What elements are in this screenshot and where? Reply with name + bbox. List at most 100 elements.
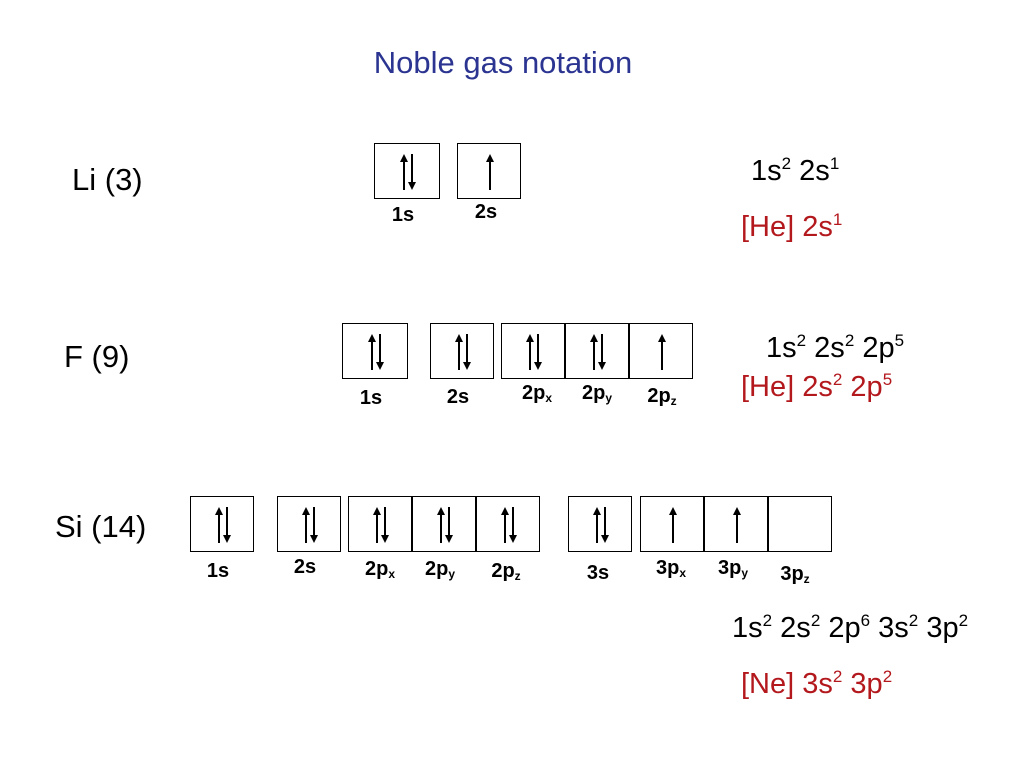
orbital-name: 2s	[446, 386, 470, 408]
electron-count: 1	[832, 210, 843, 229]
electron-count: 2	[958, 611, 969, 630]
electron-count: 6	[860, 611, 871, 630]
noble-config-f: [He] 2s2 2p5	[741, 370, 892, 404]
subshell: 2s	[780, 612, 811, 644]
orbital-label-2s: 2s	[273, 556, 337, 579]
orbital-name: 2p	[521, 382, 546, 404]
orbital-box-3s	[568, 496, 632, 552]
electron-arrows	[669, 507, 677, 543]
electron-arrows	[486, 154, 494, 190]
orbital-subscript: y	[448, 567, 456, 581]
orbital-box-2pz	[476, 496, 540, 552]
element-label-li: Li (3)	[72, 162, 143, 197]
orbital-label-3s: 3s	[566, 562, 630, 585]
orbital-name: 3p	[780, 563, 804, 585]
electron-arrows	[769, 497, 833, 553]
orbital-label-2py: 2py	[408, 558, 472, 581]
electron-arrows	[590, 334, 606, 370]
electron-arrows	[455, 334, 471, 370]
orbital-name: 3s	[586, 562, 610, 584]
orbital-box-2py	[412, 496, 476, 552]
full-config-li: 1s2 2s1	[751, 154, 839, 188]
subshell: 1s	[766, 332, 797, 364]
orbital-name: 2p	[581, 382, 606, 404]
noble-core: [He]	[741, 371, 795, 403]
orbital-name: 1s	[391, 204, 415, 226]
orbital-box-2py	[565, 323, 629, 379]
orbital-label-1s: 1s	[339, 387, 403, 410]
noble-config-si: [Ne] 3s2 3p2	[741, 667, 892, 701]
orbital-box-3py	[704, 496, 768, 552]
subshell: 3p	[926, 612, 959, 644]
orbital-box-1s	[374, 143, 440, 199]
orbital-box-2px	[348, 496, 412, 552]
electron-arrows	[593, 507, 609, 543]
orbital-box-2s	[457, 143, 521, 199]
orbital-label-2s: 2s	[454, 201, 518, 224]
orbital-box-2px	[501, 323, 565, 379]
orbital-box-1s	[190, 496, 254, 552]
subshell: 3p	[850, 668, 883, 700]
orbital-box-2pz	[629, 323, 693, 379]
orbital-label-2px: 2px	[505, 382, 569, 405]
electron-arrows	[368, 334, 384, 370]
orbital-subscript: x	[545, 391, 553, 405]
orbital-name: 3p	[717, 557, 742, 579]
subshell: 2p	[862, 332, 895, 364]
orbital-label-2px: 2px	[348, 558, 412, 581]
orbital-name: 2s	[293, 556, 317, 578]
orbital-box-3pz	[768, 496, 832, 552]
electron-count: 5	[882, 370, 893, 389]
orbital-subscript: y	[741, 566, 749, 580]
orbital-name: 1s	[359, 387, 383, 409]
orbital-box-3px	[640, 496, 704, 552]
orbital-name: 3p	[655, 557, 680, 579]
electron-arrows	[302, 507, 318, 543]
orbital-label-2s: 2s	[426, 386, 490, 409]
electron-count: 2	[908, 611, 919, 630]
element-label-f: F (9)	[64, 339, 130, 374]
slide-title: Noble gas notation	[373, 45, 633, 80]
noble-core: [Ne]	[741, 668, 795, 700]
orbital-name: 1s	[206, 560, 230, 582]
electron-count: 2	[781, 154, 792, 173]
subshell: 2p	[828, 612, 861, 644]
electron-arrows	[373, 507, 389, 543]
orbital-box-1s	[342, 323, 408, 379]
noble-config-li: [He] 2s1	[741, 210, 842, 244]
orbital-subscript: x	[679, 566, 687, 580]
orbital-label-3px: 3px	[639, 557, 703, 580]
full-config-f: 1s2 2s2 2p5	[766, 331, 904, 365]
electron-count: 2	[832, 370, 843, 389]
orbital-label-3pz: 3pz	[763, 563, 827, 586]
subshell: 3s	[802, 668, 833, 700]
electron-count: 2	[882, 667, 893, 686]
electron-count: 2	[810, 611, 821, 630]
full-config-si: 1s2 2s2 2p6 3s2 3p2	[732, 611, 968, 645]
subshell: 2s	[799, 155, 830, 187]
orbital-label-2py: 2py	[565, 382, 629, 405]
electron-arrows	[526, 334, 542, 370]
orbital-subscript: z	[670, 394, 677, 408]
electron-arrows	[400, 154, 416, 190]
electron-count: 2	[844, 331, 855, 350]
electron-arrows	[437, 507, 453, 543]
orbital-subscript: x	[388, 567, 396, 581]
orbital-name: 2s	[474, 201, 498, 223]
electron-arrows	[658, 334, 666, 370]
orbital-box-2s	[277, 496, 341, 552]
subshell: 2s	[814, 332, 845, 364]
electron-count: 2	[796, 331, 807, 350]
subshell: 1s	[751, 155, 782, 187]
orbital-subscript: z	[514, 569, 521, 583]
subshell: 2p	[850, 371, 883, 403]
orbital-label-1s: 1s	[371, 204, 435, 227]
subshell: 3s	[878, 612, 909, 644]
subshell: 2s	[802, 211, 833, 243]
orbital-label-1s: 1s	[186, 560, 250, 583]
electron-count: 2	[832, 667, 843, 686]
electron-arrows	[215, 507, 231, 543]
orbital-label-2pz: 2pz	[630, 385, 694, 408]
orbital-label-2pz: 2pz	[474, 560, 538, 583]
